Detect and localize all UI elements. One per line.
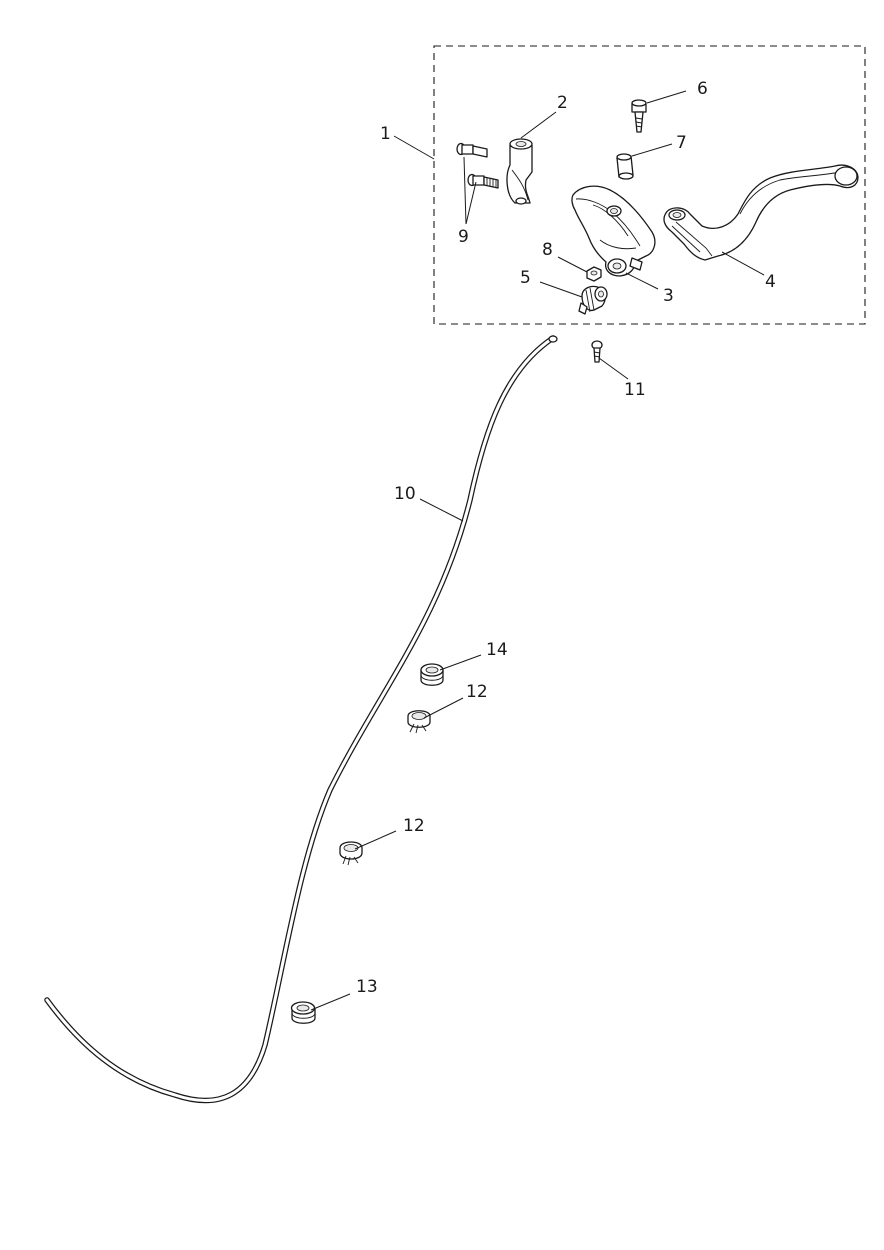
callout-14: 14 [486,640,508,660]
callout-7: 7 [676,133,687,153]
clutch-lever-part [663,164,859,261]
cable-adjuster-part [578,285,608,315]
clamp-bolts-part [456,142,499,189]
leader-lines [310,90,765,1011]
nut-part [586,266,602,282]
cable-clip-part-upper [407,710,431,734]
callout-5: 5 [520,268,531,288]
callout-13: 13 [356,977,378,997]
callout-4: 4 [765,272,776,292]
callout-10: 10 [394,484,416,504]
bush-part [616,153,634,180]
screw-part [591,340,603,363]
pivot-bolt-part [631,99,647,133]
assembly-group-box [433,45,866,325]
callout-2: 2 [557,93,568,113]
callout-9: 9 [458,227,469,247]
callout-12-upper: 12 [466,682,488,702]
clutch-cable [44,335,558,1104]
grommet-part-top [420,663,444,686]
callout-12-lower: 12 [403,816,425,836]
lever-clamp-part [506,138,533,205]
callout-8: 8 [542,240,553,260]
lever-bracket-part [571,185,656,277]
cable-clip-part-lower [339,841,363,866]
grommet-part-bottom [290,1001,316,1024]
callout-labels: 1 2 3 4 5 6 7 8 9 10 11 12 12 13 14 [356,79,776,997]
callout-11: 11 [624,380,646,400]
callout-6: 6 [697,79,708,99]
callout-1: 1 [380,124,391,144]
callout-3: 3 [663,286,674,306]
